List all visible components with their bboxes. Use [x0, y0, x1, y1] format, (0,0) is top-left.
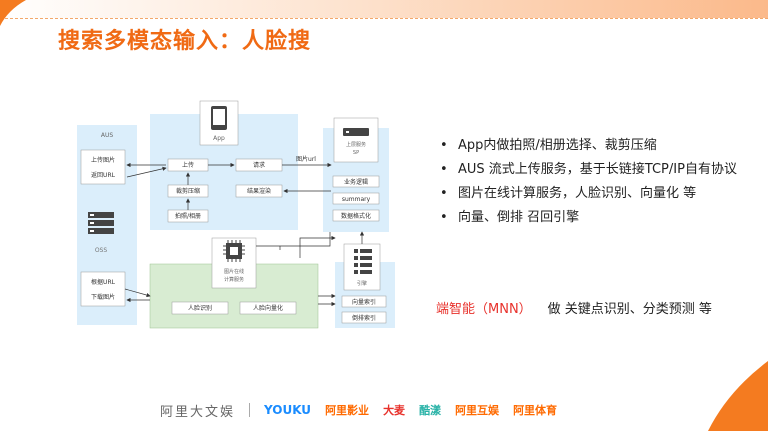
- bullet-item: 图片在线计算服务，人脸识别、向量化 等: [436, 184, 756, 204]
- aus-title: AUS: [101, 132, 113, 139]
- server-icon: [343, 128, 369, 136]
- face-recog-label: 人脸识别: [188, 304, 212, 312]
- server-icon: [88, 212, 114, 234]
- edge-intelligence-note: 端智能（MNN） 做 关键点识别、分类预测 等: [436, 298, 712, 317]
- aus-download-box: [80, 271, 126, 307]
- image-url-label: 图片url: [296, 155, 316, 163]
- aus-by-url: 根据URL: [91, 278, 116, 286]
- brand-alibaba-pictures: 阿里影业: [325, 404, 370, 417]
- phone-icon: [211, 106, 227, 130]
- shoot-label: 拍照/相册: [175, 212, 201, 220]
- brand-damai: 大麦: [383, 404, 406, 417]
- bullet-item: 向量、倒排 召回引擎: [436, 208, 756, 228]
- upload-label: 上传: [182, 161, 194, 169]
- result-label: 结果渲染: [247, 187, 271, 195]
- chip-icon: [223, 240, 245, 262]
- inverted-index-label: 倒排索引: [352, 314, 376, 322]
- aus-return-url: 返回URL: [91, 172, 116, 179]
- sp-icon-box: [333, 117, 379, 163]
- footer-divider: [249, 403, 251, 417]
- brand-alibaba-entertainment: 阿里大文娱: [160, 404, 236, 420]
- data-format-box: [332, 209, 380, 222]
- aus-upload-box: [80, 149, 126, 185]
- bottom-right-decoration: [708, 361, 768, 431]
- engine-title: 引擎: [357, 280, 367, 287]
- crop-label: 裁剪压缩: [176, 187, 200, 195]
- bullet-item: App内做拍照/相册选择、裁剪压缩: [436, 136, 756, 156]
- data-format-label: 数据格式化: [341, 212, 371, 220]
- brand-youku: YOUKU: [264, 403, 312, 417]
- brand-alisports: 阿里体育: [513, 404, 558, 417]
- face-recog-box: [171, 301, 229, 315]
- result-box: [235, 184, 283, 198]
- connector-arrows: [124, 162, 365, 307]
- business-logic-label: 业务逻辑: [344, 178, 368, 186]
- bullet-list: App内做拍照/相册选择、裁剪压缩 AUS 流式上传服务，基于长链接TCP/IP…: [436, 136, 756, 232]
- brand-kuyang: 酷漾: [419, 404, 442, 417]
- edge-rest: 做 关键点识别、分类预测 等: [547, 302, 712, 317]
- compute-title-line1: 图片在线: [224, 268, 244, 275]
- summary-box: [332, 192, 380, 205]
- brand-footer: 阿里大文娱 YOUKU 阿里影业 大麦 酷漾 阿里互娱 阿里体育: [160, 398, 557, 422]
- vector-index-box: [341, 295, 387, 308]
- business-logic-box: [332, 175, 380, 188]
- top-dashed-line: [0, 18, 768, 20]
- inverted-index-box: [341, 311, 387, 324]
- top-left-decoration: [0, 0, 26, 26]
- face-vector-box: [239, 301, 297, 315]
- edge-highlight: 端智能（MNN）: [436, 302, 532, 317]
- top-gradient-bar: [0, 0, 768, 18]
- slide-title: 搜索多模态输入：人脸搜: [58, 29, 312, 54]
- aus-upload-image: 上传图片: [91, 156, 115, 164]
- request-label: 请求: [253, 161, 265, 169]
- app-label: App: [213, 135, 225, 142]
- brand-alibaba-games: 阿里互娱: [455, 404, 500, 417]
- oss-label: OSS: [95, 247, 108, 254]
- bullet-item: AUS 流式上传服务，基于长链接TCP/IP自有协议: [436, 160, 756, 180]
- aus-download-image: 下载图片: [91, 293, 115, 301]
- vector-index-label: 向量索引: [352, 298, 376, 306]
- sp-title-line2: SP: [353, 150, 359, 156]
- compute-title-line2: 计算服务: [224, 276, 244, 283]
- summary-label: summary: [342, 196, 371, 203]
- list-icon: [354, 249, 372, 274]
- sp-title-line1: 上层服务: [346, 141, 366, 148]
- face-vector-label: 人脸向量化: [253, 304, 283, 312]
